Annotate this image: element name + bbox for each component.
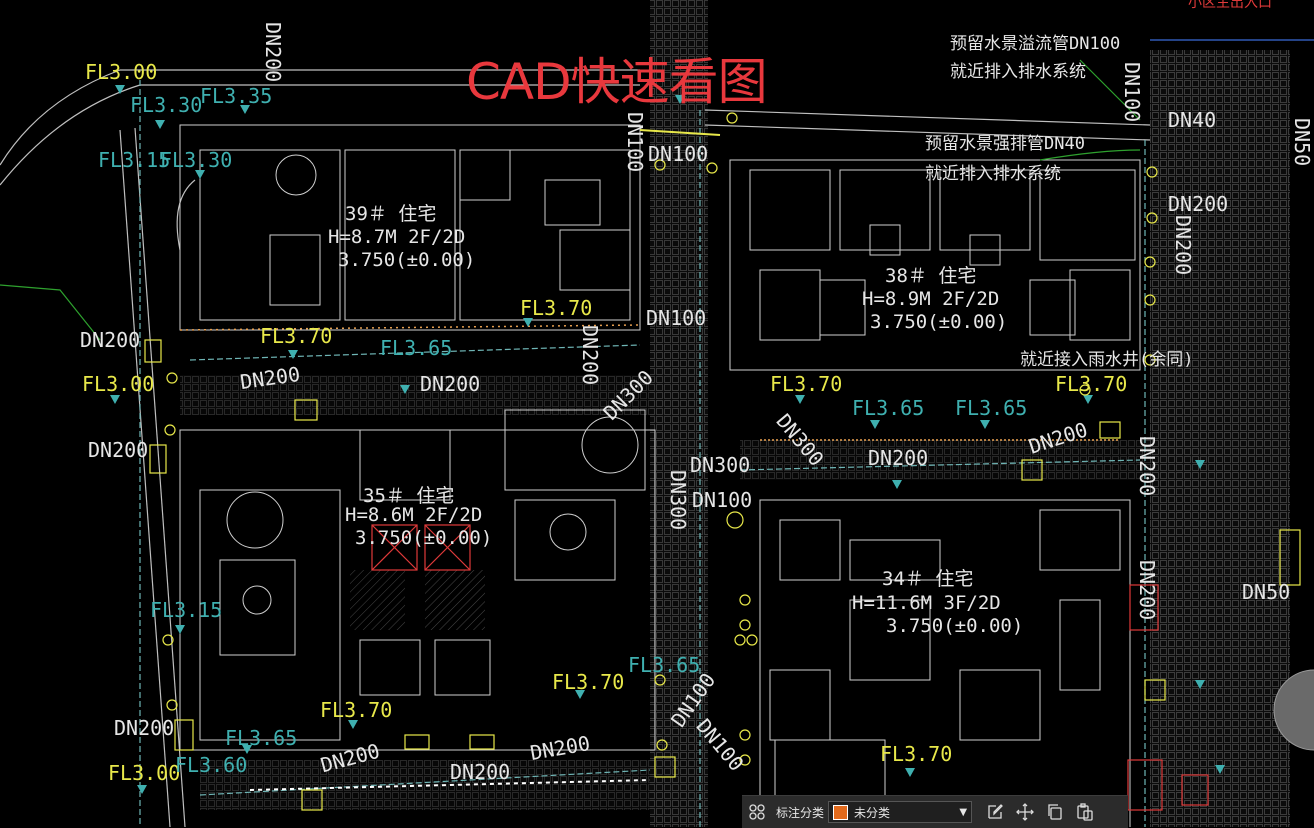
- red-markers: [371, 524, 1209, 811]
- app-watermark: CAD快速看图: [466, 53, 768, 111]
- pipe-label: DN200: [80, 328, 141, 352]
- pipe-label: DN50: [1242, 580, 1291, 604]
- pipe-label: DN200: [868, 446, 929, 470]
- pipe-label-vertical: DN100: [1120, 62, 1144, 123]
- level-label: FL3.70: [520, 296, 593, 320]
- level-label: FL3.60: [175, 753, 248, 777]
- pipe-label-vertical: DN200: [1135, 436, 1159, 497]
- pipe-label: DN100: [692, 488, 753, 512]
- note-overflow-drain: 就近排入排水系统: [950, 62, 1086, 82]
- pipe-label-vertical: DN50: [1290, 118, 1314, 167]
- note-rain-well: 就近接入雨水井(余同): [1020, 350, 1194, 370]
- level-label: FL3.65: [225, 726, 298, 750]
- building-39-level: 3.750(±0.00): [338, 249, 476, 271]
- pipe-label: DN300: [690, 453, 751, 477]
- grid-view-button[interactable]: [742, 796, 772, 828]
- level-markers: [110, 85, 1225, 794]
- building-38-number: 38＃ 住宅: [885, 265, 977, 287]
- pipe-label-vertical: DN200: [261, 22, 285, 83]
- annotation-toolbar: 标注分类 未分类 ▼: [742, 795, 1128, 828]
- building-34-height: H=11.6M 3F/2D: [852, 592, 1001, 614]
- level-label: FL3.70: [260, 324, 333, 348]
- level-label: FL3.65: [628, 653, 701, 677]
- pipe-label-vertical: DN300: [666, 470, 690, 531]
- level-label: FL3.35: [200, 84, 273, 108]
- pipe-label: DN100: [648, 142, 709, 166]
- building-34-level: 3.750(±0.00): [886, 615, 1024, 637]
- pipe-label-vertical: DN200: [1135, 560, 1159, 621]
- move-button[interactable]: [1010, 796, 1040, 828]
- level-label: FL3.00: [108, 761, 181, 785]
- paste-icon: [1077, 803, 1093, 821]
- move-icon: [1016, 803, 1034, 821]
- copy-icon: [1048, 804, 1062, 820]
- pipe-label: DN200: [420, 372, 481, 396]
- site-boundary: [0, 39, 1314, 827]
- level-label: FL3.70: [552, 670, 625, 694]
- building-38-level: 3.750(±0.00): [870, 311, 1008, 333]
- edit-button[interactable]: [980, 796, 1010, 828]
- building-35-number: 35＃ 住宅: [363, 485, 455, 507]
- level-label: FL3.00: [82, 372, 155, 396]
- level-label: FL3.15: [150, 598, 223, 622]
- copy-button[interactable]: [1040, 796, 1070, 828]
- note-drain-pipe: 预留水景强排管DN40: [925, 134, 1085, 154]
- note-overflow-pipe: 预留水景溢流管DN100: [950, 34, 1121, 54]
- level-label: FL3.70: [320, 698, 393, 722]
- level-label: FL3.70: [1055, 372, 1128, 396]
- pipe-label: DN200: [114, 716, 175, 740]
- pipe-label-vertical: DN100: [623, 112, 647, 173]
- building-39-number: 39＃ 住宅: [345, 203, 437, 225]
- drainage-pipes: [0, 59, 1146, 827]
- level-label: FL3.65: [380, 336, 453, 360]
- pipe-label: DN200: [88, 438, 149, 462]
- chevron-down-icon: ▼: [959, 806, 968, 818]
- pipe-label: DN200: [450, 760, 511, 784]
- pipe-label: DN100: [646, 306, 707, 330]
- level-label: FL3.15: [98, 148, 171, 172]
- building-34-number: 34＃ 住宅: [882, 568, 974, 590]
- level-label: FL3.70: [880, 742, 953, 766]
- level-label: FL3.00: [85, 60, 158, 84]
- level-label: FL3.65: [852, 396, 925, 420]
- note-drain-drain: 就近排入排水系统: [925, 164, 1061, 184]
- note-main-entrance: 小区主出入口: [1188, 0, 1272, 11]
- paste-button[interactable]: [1070, 796, 1100, 828]
- category-value: 未分类: [854, 805, 891, 820]
- pipe-label-vertical: DN200: [578, 325, 602, 386]
- building-35-height: H=8.6M 2F/2D: [345, 504, 483, 526]
- category-select[interactable]: 未分类 ▼: [828, 801, 973, 823]
- category-color-swatch: [833, 804, 849, 820]
- building-38-height: H=8.9M 2F/2D: [862, 288, 1000, 310]
- pipe-label: DN200: [1168, 192, 1229, 216]
- level-label: FL3.30: [130, 93, 203, 117]
- paving-areas: [180, 0, 1290, 827]
- level-label: FL3.65: [955, 396, 1028, 420]
- building-35-level: 3.750(±0.00): [355, 527, 493, 549]
- landscape-circle: [1273, 669, 1314, 751]
- pipe-label: DN40: [1168, 108, 1217, 132]
- category-label: 标注分类: [776, 805, 825, 820]
- level-label: FL3.70: [770, 372, 843, 396]
- building-outlines: [179, 124, 1141, 827]
- edit-icon: [988, 804, 1003, 819]
- pipe-label-vertical: DN200: [1171, 215, 1195, 276]
- building-39-height: H=8.7M 2F/2D: [328, 226, 466, 248]
- level-label: FL3.30: [160, 148, 233, 172]
- yellow-fixtures: [144, 112, 1301, 811]
- grid-icon: [749, 804, 765, 820]
